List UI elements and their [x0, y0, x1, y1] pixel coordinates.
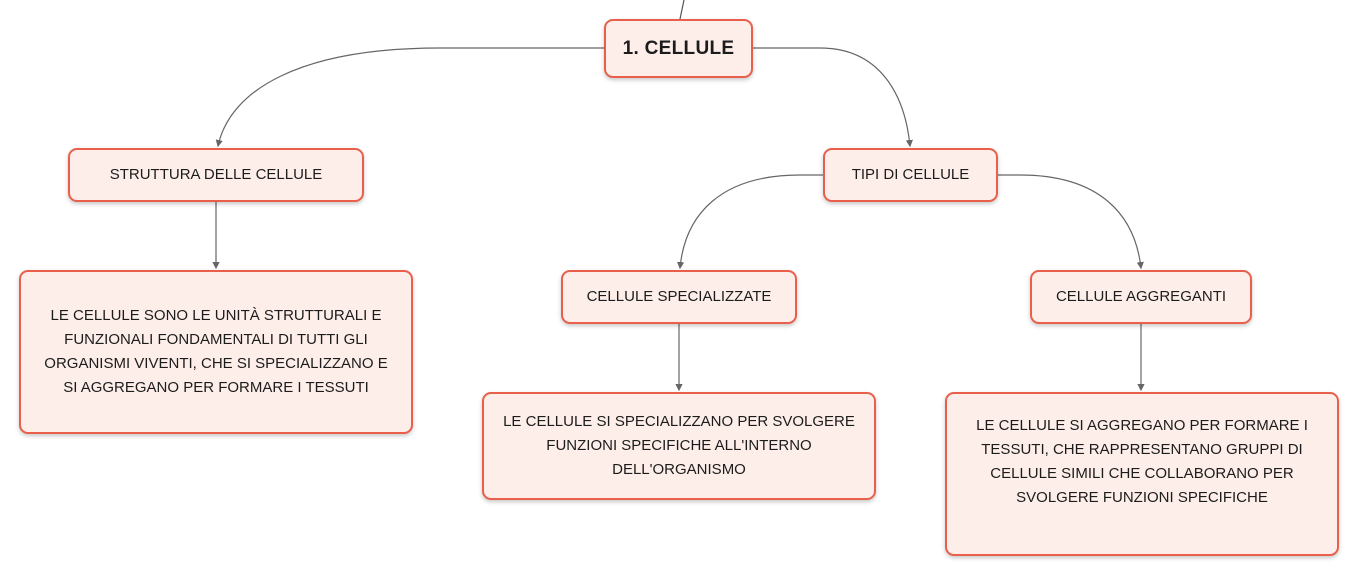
connector-tipi-aggreganti — [998, 174, 1144, 270]
aggreganti-node-label: CELLULE AGGREGANTI — [1055, 288, 1227, 305]
aggreganti-node[interactable]: CELLULE AGGREGANTI — [1030, 270, 1252, 324]
aggreganti-text: LE CELLULE SI AGGREGANO PER FORMARE I TE… — [976, 417, 1308, 506]
connector-root-parent — [679, 0, 685, 20]
aggreganti-text-node[interactable]: LE CELLULE SI AGGREGANO PER FORMARE I TE… — [945, 392, 1339, 556]
specializzate-node[interactable]: CELLULE SPECIALIZZATE — [561, 270, 797, 324]
tipi-node[interactable]: TIPI DI CELLULE — [823, 148, 998, 202]
specializzate-text-node[interactable]: LE CELLULE SI SPECIALIZZANO PER SVOLGERE… — [482, 392, 876, 500]
connector-root-struttura — [215, 47, 604, 148]
struttura-node-label: STRUTTURA DELLE CELLULE — [109, 166, 323, 183]
connector-tipi-specializzate — [676, 174, 823, 270]
struttura-text: LE CELLULE SONO LE UNITÀ STRUTTURALI E F… — [44, 307, 388, 396]
tipi-node-label: TIPI DI CELLULE — [851, 166, 970, 183]
struttura-node[interactable]: STRUTTURA DELLE CELLULE — [68, 148, 364, 202]
root-node[interactable]: 1. CELLULE — [604, 19, 753, 78]
specializzate-text: LE CELLULE SI SPECIALIZZANO PER SVOLGERE… — [503, 413, 855, 478]
struttura-text-node[interactable]: LE CELLULE SONO LE UNITÀ STRUTTURALI E F… — [19, 270, 413, 434]
connector-root-tipi — [752, 47, 913, 148]
root-node-label: 1. CELLULE — [622, 37, 735, 59]
specializzate-node-label: CELLULE SPECIALIZZATE — [586, 288, 772, 305]
